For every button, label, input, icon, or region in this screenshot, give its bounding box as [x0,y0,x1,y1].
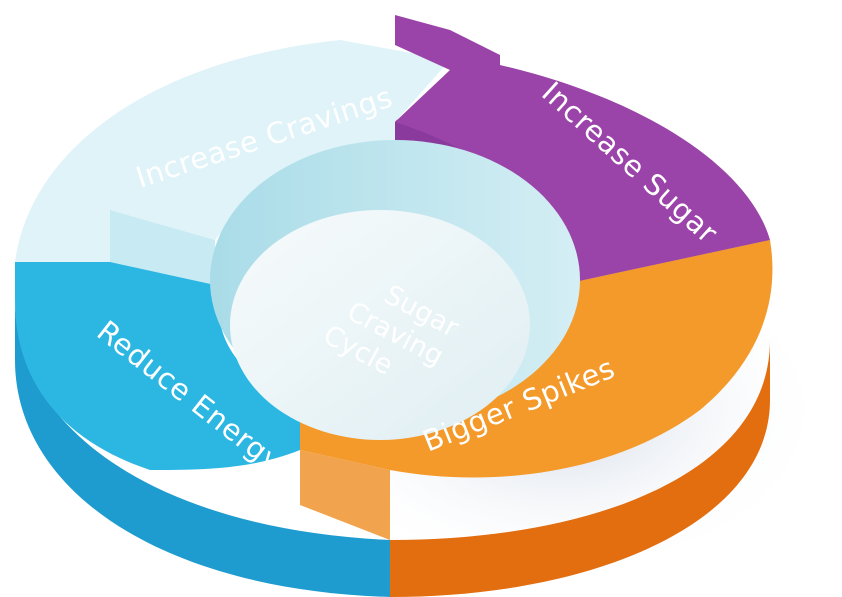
center-disc [230,210,530,440]
segment-increase-cravings [15,40,450,262]
wall-bigger-spikes [390,340,770,597]
segment-reduce-energy [15,210,300,470]
wall-bigger-spikes-notch [300,450,390,540]
wall-reduce-energy [15,300,390,597]
segment-increase-sugar [395,15,770,283]
segment-increase-cravings-inner [110,210,215,285]
